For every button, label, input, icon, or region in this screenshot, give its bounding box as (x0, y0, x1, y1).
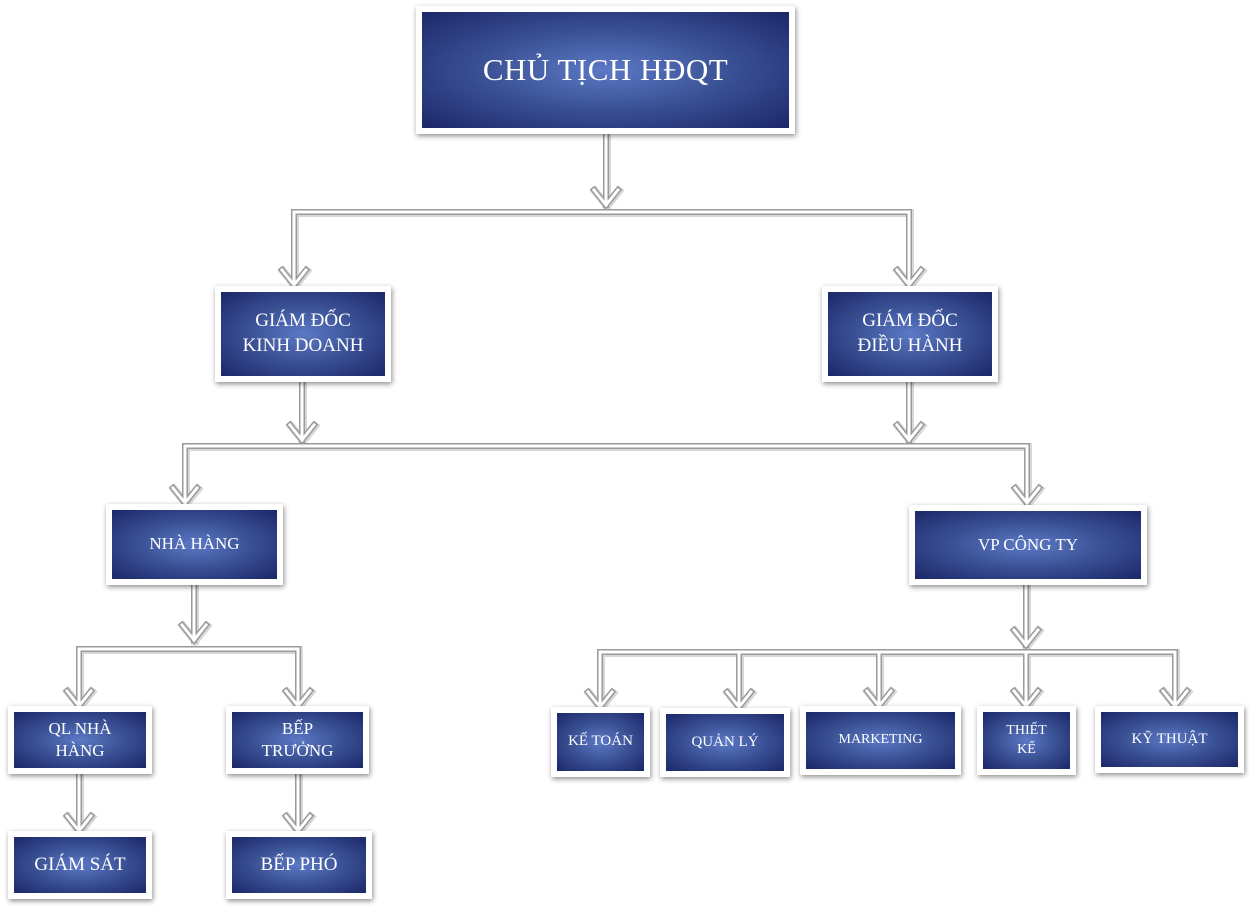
node-company-office: VP CÔNG TY (909, 505, 1147, 585)
conn-office-departments-stroke-1 (583, 581, 1192, 712)
node-sous-chef: BẾP PHÓ (226, 831, 372, 899)
node-supervisor: GIÁM SÁT (8, 831, 152, 899)
node-chairman: CHỦ TỊCH HĐQT (416, 6, 795, 134)
node-exec-director: GIÁM ĐỐC ĐIỀU HÀNH (822, 286, 998, 382)
conn-headchef-souschef-stroke-2 (283, 771, 313, 834)
conn-restaurant-units (62, 581, 317, 714)
node-dept-management-label: QUẢN LÝ (691, 733, 759, 750)
node-dept-accounting: KẾ TOÁN (551, 707, 650, 777)
node-head-chef-label: BẾP TRƯỞNG (261, 718, 334, 760)
conn-manager-supervisor (62, 770, 98, 839)
node-dept-marketing-label: MARKETING (838, 732, 923, 748)
conn-directors-units (168, 378, 1046, 511)
node-dept-design: THIẾT KẾ (977, 706, 1076, 775)
conn-chairman-directors-stroke-2 (279, 130, 924, 288)
conn-headchef-souschef (281, 770, 317, 839)
node-sales-director: GIÁM ĐỐC KINH DOANH (215, 286, 391, 382)
conn-directors-units-stroke-2 (170, 379, 1042, 506)
node-restaurant: NHÀ HÀNG (106, 504, 283, 585)
conn-office-departments-stroke-2 (585, 582, 1190, 710)
conn-chairman-directors-stroke-1 (277, 129, 926, 290)
node-restaurant-manager: QL NHÀ HÀNG (8, 706, 152, 774)
node-dept-design-label: THIẾT KẾ (1006, 723, 1047, 757)
node-head-chef: BẾP TRƯỞNG (226, 706, 369, 774)
conn-restaurant-units-stroke-1 (62, 581, 315, 711)
node-dept-accounting-label: KẾ TOÁN (568, 733, 633, 750)
node-chairman-label: CHỦ TỊCH HĐQT (482, 51, 729, 87)
node-dept-technical: KỸ THUẬT (1095, 706, 1244, 773)
node-restaurant-manager-label: QL NHÀ HÀNG (48, 718, 112, 760)
node-supervisor-label: GIÁM SÁT (34, 853, 126, 875)
node-sales-director-label: GIÁM ĐỐC KINH DOANH (242, 310, 364, 356)
node-dept-technical-label: KỸ THUẬT (1131, 730, 1208, 747)
node-exec-director-label: GIÁM ĐỐC ĐIỀU HÀNH (857, 310, 963, 356)
node-restaurant-label: NHÀ HÀNG (149, 534, 240, 554)
node-dept-management: QUẢN LÝ (660, 708, 790, 777)
node-sous-chef-label: BẾP PHÓ (260, 853, 338, 875)
conn-chairman-directors (277, 129, 928, 293)
conn-office-departments (583, 581, 1194, 715)
node-company-office-label: VP CÔNG TY (977, 534, 1079, 554)
conn-restaurant-units-stroke-2 (64, 582, 313, 709)
node-dept-marketing: MARKETING (800, 706, 961, 775)
conn-manager-supervisor-stroke-2 (64, 771, 94, 834)
